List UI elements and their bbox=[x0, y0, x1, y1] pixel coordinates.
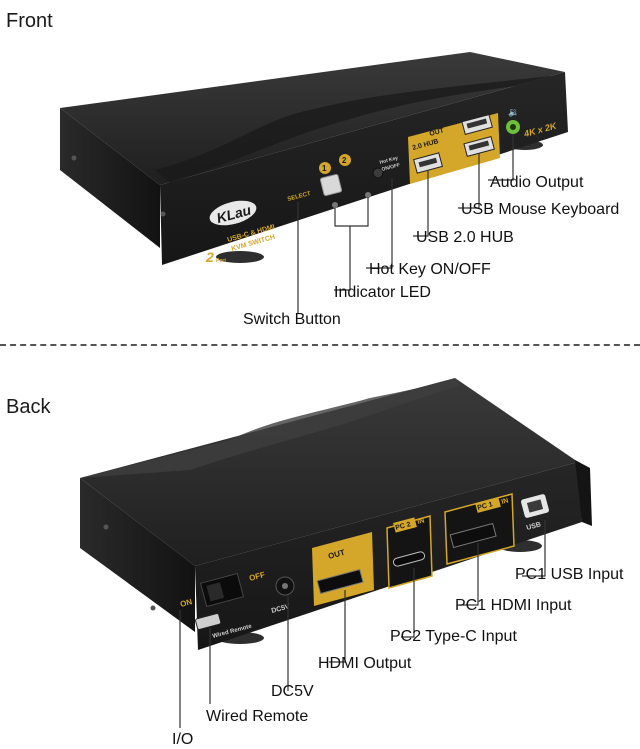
callout-usb-hub: USB 2.0 HUB bbox=[416, 229, 514, 246]
pc1-label-badge bbox=[475, 497, 501, 513]
audio-jack-hole bbox=[510, 124, 516, 130]
front-screw-1 bbox=[71, 155, 77, 161]
back-screw-1 bbox=[103, 524, 109, 530]
front-leader-lines bbox=[297, 134, 514, 313]
hot-key-label-2: ON/OFF bbox=[381, 162, 401, 173]
pc2-typec-port[interactable] bbox=[392, 551, 426, 567]
back-left-face bbox=[80, 478, 195, 632]
front-foot-left bbox=[216, 251, 264, 263]
callout-hot-key: Hot Key ON/OFF bbox=[369, 261, 491, 278]
hot-key-button[interactable] bbox=[372, 167, 384, 179]
callout-pc1-usb: PC1 USB Input bbox=[515, 566, 624, 583]
pc1-in-label: IN bbox=[501, 497, 510, 506]
button-number-2-text: 2 bbox=[342, 156, 347, 165]
wired-remote-port[interactable] bbox=[195, 613, 222, 630]
dc-power-jack-pin bbox=[282, 583, 288, 589]
hot-key-label-1: Hot Key bbox=[379, 155, 399, 166]
pc1-usb-port-inner bbox=[526, 499, 544, 513]
callout-io: I/O bbox=[172, 731, 194, 748]
callout-usb-mouse-keyboard: USB Mouse Keyboard bbox=[461, 201, 620, 218]
callout-switch-button: Switch Button bbox=[243, 311, 341, 328]
pc2-panel bbox=[386, 515, 433, 589]
pc2-in-label: IN bbox=[417, 517, 426, 526]
dc5v-label: DC5V bbox=[271, 603, 291, 615]
section-divider bbox=[0, 344, 640, 346]
power-switch-rocker bbox=[206, 582, 225, 602]
back-leader-lines bbox=[179, 520, 546, 728]
back-screw-2 bbox=[150, 605, 156, 611]
callout-wired-remote: Wired Remote bbox=[206, 708, 309, 725]
usb-hub-port-inner bbox=[418, 157, 438, 168]
pc2-label: PC 2 bbox=[395, 521, 412, 532]
callout-indicator-led: Indicator LED bbox=[334, 284, 431, 301]
brand-logo-badge bbox=[209, 200, 257, 226]
on-label: ON bbox=[179, 597, 193, 609]
usb-keyboard-port-inner bbox=[468, 140, 490, 151]
usb-mouse-port-inner bbox=[466, 118, 488, 129]
back-right-edge bbox=[575, 460, 592, 526]
back-top-face bbox=[80, 378, 578, 566]
callout-pc1-hdmi: PC1 HDMI Input bbox=[455, 597, 572, 614]
indicator-led-2 bbox=[365, 192, 371, 198]
callout-pc2-typec: PC2 Type-C Input bbox=[390, 628, 517, 645]
button-number-1-ring bbox=[319, 162, 331, 174]
front-top-wave bbox=[155, 75, 565, 183]
pc1-hdmi-port[interactable] bbox=[449, 522, 497, 549]
front-section-title: Front bbox=[6, 10, 53, 32]
back-device: ON OFF Wired Remote DC5V OUT PC 2 IN PC … bbox=[80, 378, 592, 728]
front-device: KLau USB-C & HDMI KVM SWITCH 2 Port SELE… bbox=[60, 52, 568, 313]
front-screw-2 bbox=[160, 211, 166, 217]
indicator-led-1 bbox=[332, 202, 338, 208]
callout-hdmi-output: HDMI Output bbox=[318, 655, 412, 672]
ports-badge-word: Port bbox=[216, 258, 226, 264]
front-left-face bbox=[60, 108, 160, 248]
hdmi-out-label: OUT bbox=[327, 548, 346, 561]
usb-label: USB bbox=[526, 521, 542, 532]
ports-badge-number: 2 bbox=[205, 249, 214, 265]
switch-button[interactable] bbox=[320, 174, 342, 196]
callout-audio-output: Audio Output bbox=[490, 174, 584, 191]
out-label: OUT bbox=[429, 127, 446, 138]
pc2-label-badge bbox=[393, 517, 417, 533]
back-top-wave bbox=[80, 378, 460, 478]
callout-dc5v: DC5V bbox=[271, 683, 314, 700]
button-number-2-ring bbox=[339, 154, 351, 166]
speaker-icon: 🔉 bbox=[508, 107, 519, 118]
pc1-label: PC 1 bbox=[477, 501, 494, 512]
hdmi-output-port[interactable] bbox=[316, 568, 364, 595]
button-number-1-text: 1 bbox=[322, 164, 327, 173]
off-label: OFF bbox=[248, 570, 266, 583]
back-section-title: Back bbox=[6, 396, 51, 418]
